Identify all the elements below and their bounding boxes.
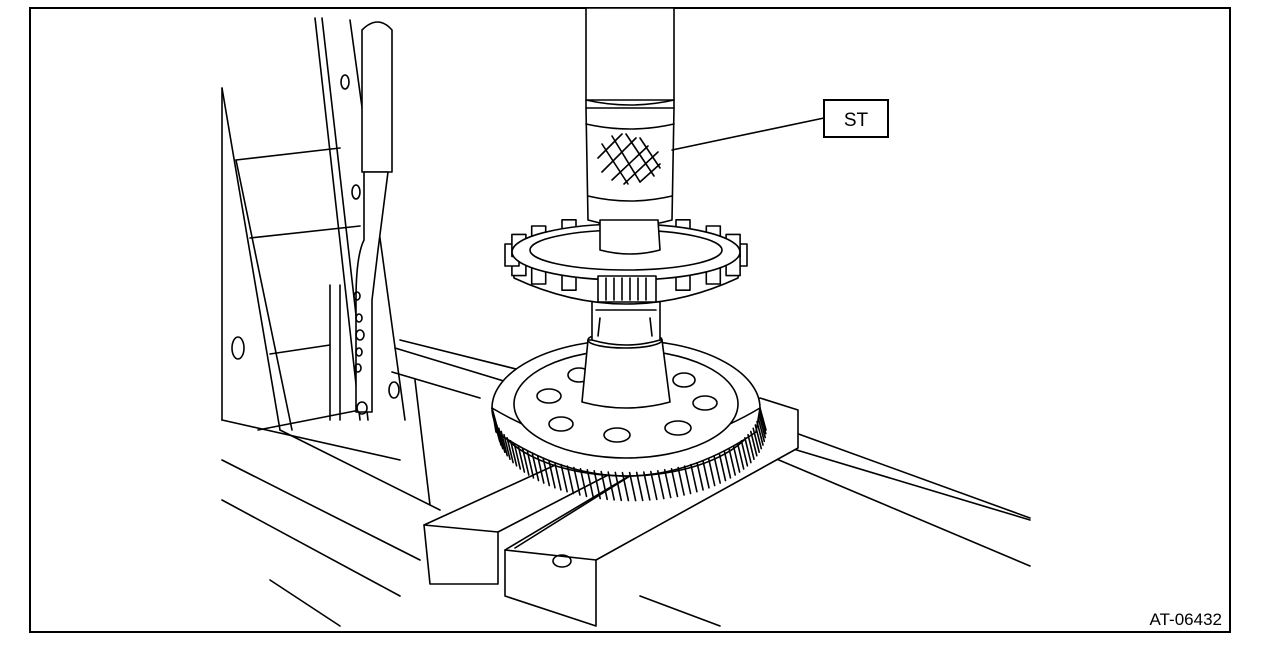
gear-tooth [614,471,623,502]
knurl-hatch [597,133,661,185]
gear-tooth [690,463,698,493]
gear-tooth [657,470,665,500]
press-lever [353,21,393,415]
callout-leader-line [671,117,825,151]
figure-id: AT-06432 [1150,610,1222,629]
gear-tooth [683,465,692,495]
gear-tooth [573,466,581,496]
gear-tooth [500,430,508,457]
gear-tooth [759,407,767,431]
gear-tooth [756,420,764,446]
gear-tooth [635,471,644,502]
gear-tooth [526,451,535,479]
gear-tooth [554,462,562,491]
gear-tooth [747,433,755,460]
gear-tooth [740,440,749,467]
gear-tooth [758,414,766,439]
gear-tooth [723,451,732,479]
gear-tooth [677,466,685,496]
gear-tooth [593,470,601,500]
gear-tooth [702,460,710,489]
gear-tooth [503,433,511,460]
gear-tooth [513,442,522,470]
gear-teeth [491,407,767,502]
gear-tooth [732,445,741,473]
gear-tooth [752,427,760,453]
gear-tooth [579,468,588,498]
gear-tooth [759,410,767,435]
gear-tooth [537,455,545,484]
gear-tooth [713,455,721,484]
gear-tooth [566,465,575,495]
gear-tooth [586,469,595,499]
gear-tooth [522,448,530,476]
gear-tooth [670,468,679,498]
gear-tooth [495,424,504,450]
special-tool [585,7,675,255]
shaft-hub [581,299,671,409]
gear-tooth [498,427,506,453]
gear-tooth [707,458,716,487]
gear-tooth [607,471,615,501]
gear-tooth [643,471,651,501]
gear-tooth [542,458,551,487]
gear-tooth [728,448,736,476]
gear-tooth [754,424,763,450]
gear-tooth [506,437,514,464]
gear-tooth [718,453,727,482]
gear-tooth [560,463,568,493]
callout-label: ST [844,110,869,131]
gear-tooth [621,471,630,502]
gear-tooth [757,417,766,443]
gear-tooth [663,469,672,499]
gear-tooth [744,437,752,464]
gear-tooth [650,470,658,501]
gear-tooth [736,442,745,470]
gear-tooth [600,470,608,501]
gear-tooth [750,430,758,457]
gear-tooth [696,462,704,491]
callout-box [823,99,889,138]
press-frame [221,17,541,627]
gear-tooth [548,460,556,489]
gear-tooth [628,471,637,502]
gear-tooth [517,445,526,473]
gear-tooth [531,453,540,482]
gear-tooth [509,440,518,467]
st-callout: ST [671,99,889,151]
